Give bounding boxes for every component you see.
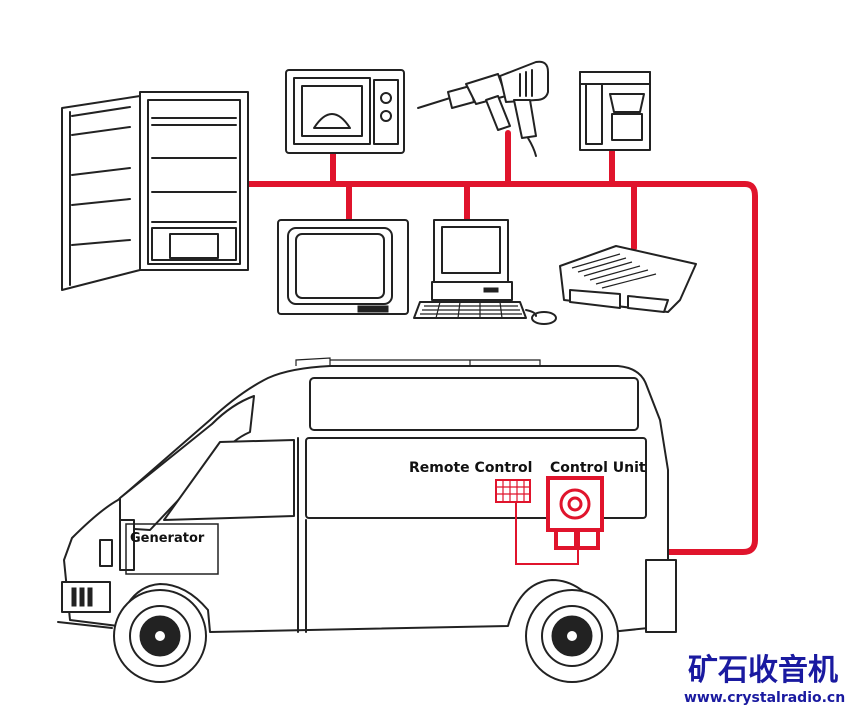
van-icon: [57, 357, 677, 683]
watermark-url: www.crystalradio.cn: [684, 690, 845, 706]
heat-gun-icon: [499, 60, 549, 157]
control-unit-icon: [546, 476, 604, 550]
coffee-maker-icon: [579, 71, 651, 151]
generator-label: Generator: [130, 531, 205, 546]
remote-control-label: Remote Control: [409, 460, 532, 476]
remote-control-icon: [495, 479, 579, 565]
bus-line: [245, 181, 758, 555]
air-conditioner-icon: [559, 245, 697, 313]
rear-wheel: [525, 589, 619, 683]
computer-icon: [413, 219, 557, 325]
refrigerator-icon: [61, 91, 249, 291]
control-unit-label: Control Unit: [550, 460, 646, 476]
generator-icon: [125, 523, 219, 575]
watermark-chinese: 矿石收音机: [688, 653, 838, 688]
microwave-icon: [285, 69, 405, 154]
front-wheel: [113, 589, 207, 683]
television-icon: [277, 219, 409, 315]
drill-icon: [417, 73, 511, 131]
